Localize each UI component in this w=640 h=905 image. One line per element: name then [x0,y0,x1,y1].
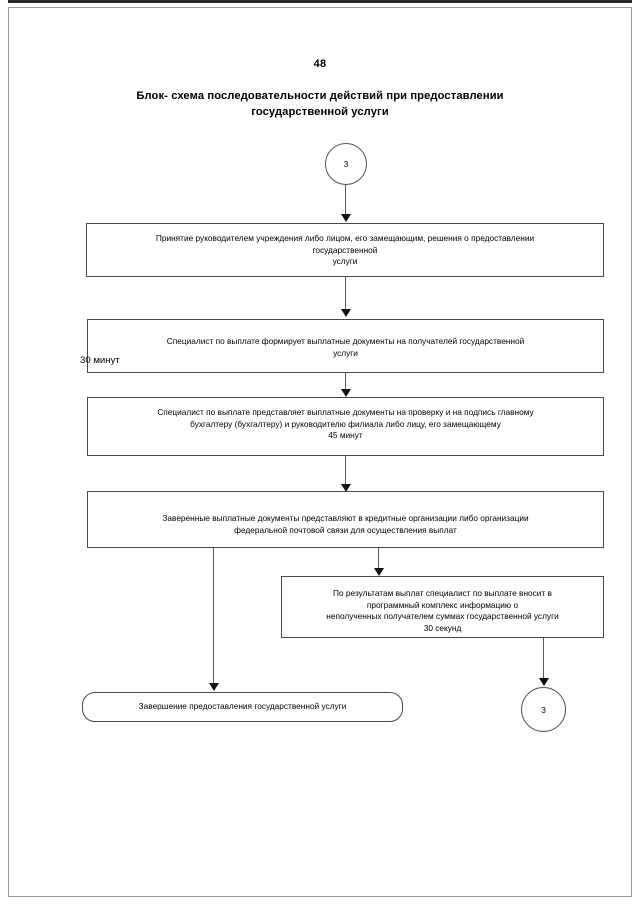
connector-line-node4-to-terminator [213,548,214,688]
flow-node-2-label: Специалист по выплате формирует выплатны… [166,336,525,358]
arrowhead-node2-to-node3 [341,389,351,397]
arrowhead-in-to-node1 [341,214,351,222]
arrowhead-node3-to-node4 [341,484,351,492]
flow-node-1-label: Принятие руководителем учреждения либо л… [155,233,535,267]
connector-line-node1-to-node2 [345,277,346,313]
flow-node-5-label: По результатам выплат специалист по выпл… [326,588,559,633]
connector-circle-in: 3 [325,143,367,185]
connector-circle-out: 3 [521,687,566,732]
connector-circle-in-label: 3 [343,159,349,169]
flow-node-4-label: Заверенные выплатные документы представл… [162,513,529,535]
flow-node-3-label: Специалист по выплате представляет выпла… [157,407,534,441]
flow-node-2: Специалист по выплате формирует выплатны… [87,319,604,373]
arrowhead-node4-to-node5 [374,568,384,576]
duration-annotation-30-minut: 30 минут [80,355,120,366]
page-number: 48 [313,58,327,70]
connector-line-in-to-node1 [345,185,346,218]
connector-line-node5-to-out [543,638,544,682]
flow-node-5: По результатам выплат специалист по выпл… [281,576,604,638]
arrowhead-node4-to-terminator [209,683,219,691]
page-scan-edge [8,0,632,3]
connector-line-node4-to-node5 [378,548,379,572]
flow-node-4: Заверенные выплатные документы представл… [87,491,604,548]
flow-node-1: Принятие руководителем учреждения либо л… [86,223,604,277]
flow-node-3: Специалист по выплате представляет выпла… [87,397,604,456]
flow-node-terminator-label: Завершение предоставления государственно… [138,701,347,712]
connector-circle-out-label: 3 [541,704,546,715]
connector-line-node2-to-node3 [345,373,346,393]
flow-node-terminator: Завершение предоставления государственно… [82,692,403,722]
arrowhead-node5-to-out [539,678,549,686]
connector-line-node3-to-node4 [345,456,346,488]
page-title: Блок- схема последовательности действий … [136,90,504,118]
arrowhead-node1-to-node2 [341,309,351,317]
